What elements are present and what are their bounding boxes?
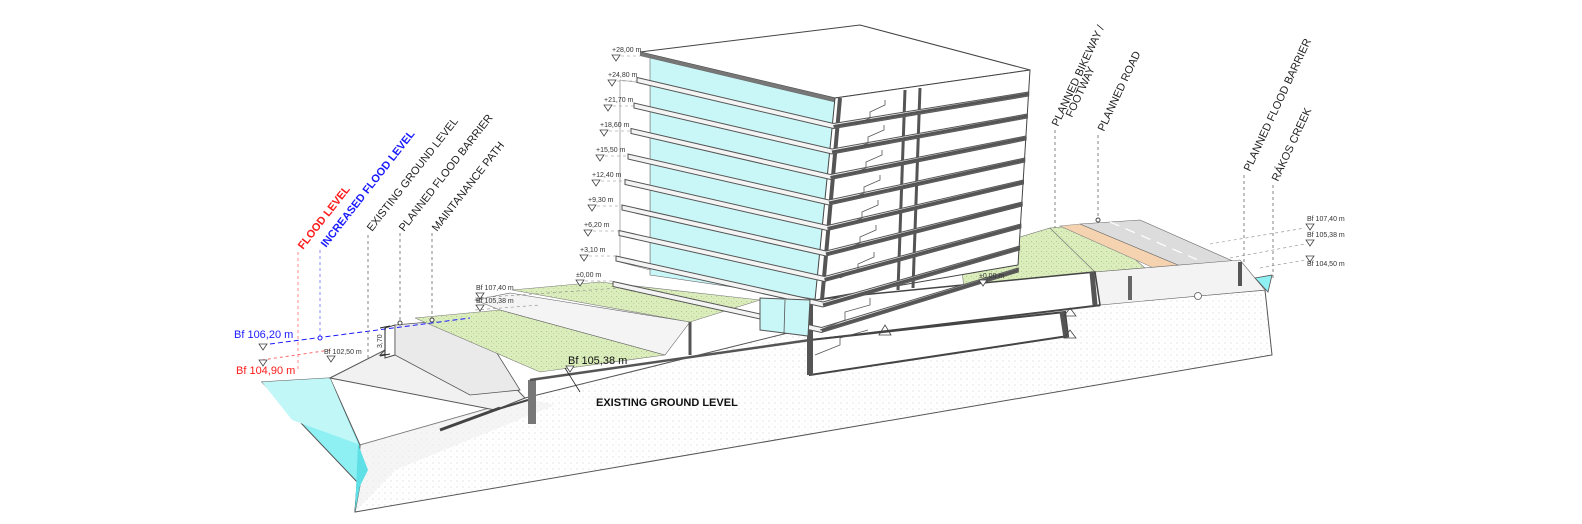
bf-10490-label: Bf 104,90 m <box>236 365 295 377</box>
bf-10538-ground-label: Bf 105,38 m <box>568 355 627 367</box>
floor-level-triangle <box>599 129 609 137</box>
floor-level-label: +9,30 m <box>588 197 614 204</box>
floor-level-triangle <box>591 179 601 187</box>
floor-slab <box>618 223 1022 283</box>
floor-slab <box>615 245 1021 308</box>
slab-cut-line <box>825 202 1023 256</box>
floor-level-label: +24,80 m <box>608 72 638 79</box>
floor-slab <box>624 178 1024 232</box>
slab-cut-line <box>831 114 1028 154</box>
floor-level-markers: +28,00 m +24,80 m +21,70 m +18,60 m +15,50 m… <box>575 47 642 287</box>
floor-level-label: +18,60 m <box>600 122 630 129</box>
inner-pm000-label: ±0,00 m <box>979 273 1004 280</box>
slab-cut-line <box>828 158 1026 205</box>
bf-10740-right-label: Bf 107,40 m <box>1307 216 1345 223</box>
planned-road-label: PLANNED ROAD <box>1096 49 1144 133</box>
floor-level-triangle <box>607 79 617 87</box>
floor-level-label: ±0,00 m <box>576 272 601 279</box>
floor-level-triangle <box>579 254 589 262</box>
slab-cut-line <box>830 136 1027 179</box>
bf-10740-left-label: Bf 107,40 m <box>476 285 514 292</box>
slab-cut-line <box>833 92 1029 128</box>
slab-cut-line <box>827 180 1024 230</box>
building <box>612 24 1031 356</box>
basement <box>807 271 1101 377</box>
floor-level-triangle <box>575 279 585 287</box>
floor-level-triangle <box>587 204 597 212</box>
floor-slabs <box>612 76 1030 334</box>
slab-cut-line <box>822 246 1021 307</box>
bf-10620-label: Bf 106,20 m <box>234 329 293 341</box>
staircase <box>814 100 886 356</box>
floor-level-label: +6,20 m <box>584 222 610 229</box>
bf-10538-left-label: Bf 105,38 m <box>476 298 514 305</box>
floor-level-triangle <box>611 54 621 62</box>
floor-slab <box>627 153 1026 206</box>
floor-level-label: +12,40 m <box>592 172 622 179</box>
floor-level-label: +15,50 m <box>596 147 626 154</box>
dim-370-label: 3,70 <box>377 334 384 348</box>
level-triangles <box>258 223 1315 373</box>
floor-level-label: +21,70 m <box>604 97 634 104</box>
floor-level-triangle <box>583 229 593 237</box>
bf-10250-label: Bf 102,50 m <box>324 349 362 356</box>
floor-slab <box>621 201 1023 257</box>
bf-10538-right-label: Bf 105,38 m <box>1307 232 1345 239</box>
floor-level-label: +3,10 m <box>580 247 606 254</box>
floor-level-label: +28,00 m <box>612 47 642 54</box>
planned-bikeway-label: PLANNED BIKEWAY / <box>1050 23 1108 128</box>
planned-flood-barrier-right-label: PLANNED FLOOD BARRIER <box>1242 37 1314 173</box>
floor-level-triangle <box>603 104 613 112</box>
creek-left <box>260 377 368 513</box>
flood-lines <box>261 130 1306 393</box>
floor-slab <box>612 267 1019 334</box>
floor-slab <box>636 76 1030 130</box>
floor-slab <box>633 102 1028 155</box>
existing-ground-level-caption: EXISTING GROUND LEVEL <box>596 397 738 409</box>
floor-level-triangle <box>595 154 605 162</box>
bf-10450-right-label: Bf 104,50 m <box>1307 261 1345 268</box>
